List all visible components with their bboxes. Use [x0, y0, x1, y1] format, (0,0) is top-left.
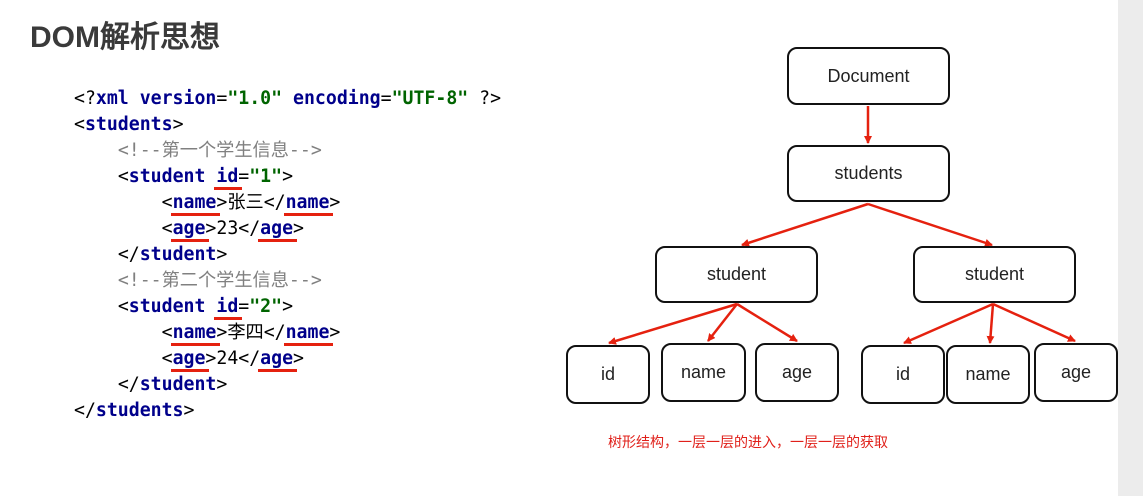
- code-line: <!--第一个学生信息-->: [117, 140, 322, 161]
- code-line: <student id="2">: [74, 294, 501, 320]
- xml-code-block: <?xml version="1.0" encoding="UTF-8" ?> <…: [74, 86, 501, 424]
- underline-mark: [214, 317, 243, 320]
- underline-mark: [283, 343, 334, 346]
- tree-node-name-1: name: [661, 343, 746, 402]
- underline-mark: [170, 343, 221, 346]
- tree-arrow: [707, 303, 738, 342]
- tree-arrow: [992, 302, 1076, 343]
- tree-caption: 树形结构，一层一层的进入，一层一层的获取: [608, 434, 888, 450]
- underline-mark: [258, 239, 298, 242]
- underline-mark: [170, 369, 210, 372]
- code-line: <name>张三</name>: [74, 190, 501, 216]
- slide: DOM解析思想 <?xml version="1.0" encoding="UT…: [30, 21, 1118, 450]
- underline-mark: [170, 239, 210, 242]
- tree-arrows: [608, 106, 1076, 345]
- code-line: </student>: [117, 374, 228, 395]
- tree-arrow: [903, 302, 994, 345]
- code-line: <age>23</age>: [74, 216, 501, 242]
- underline-mark: [170, 213, 221, 216]
- tree-arrow: [741, 202, 869, 247]
- tree-node-document: Document: [787, 47, 950, 105]
- page-title: DOM解析思想: [30, 21, 220, 54]
- tree-node-name-2: name: [946, 345, 1030, 404]
- tree-node-student-2: student: [913, 246, 1076, 303]
- tree-node-id-2: id: [861, 345, 945, 404]
- code-line: <!--第二个学生信息-->: [117, 270, 322, 291]
- tree-arrow: [867, 202, 993, 247]
- code-line: <name>李四</name>: [74, 320, 501, 346]
- code-line: </students>: [74, 400, 195, 421]
- tree-arrow: [608, 302, 738, 345]
- code-line: <student id="1">: [74, 164, 501, 190]
- tree-arrow: [986, 303, 995, 344]
- tree-node-students: students: [787, 145, 950, 202]
- code-line: <age>24</age>: [74, 346, 501, 372]
- underline-mark: [214, 187, 243, 190]
- code-line: </student>: [117, 244, 228, 265]
- underline-mark: [258, 369, 298, 372]
- scrollbar[interactable]: [1118, 0, 1143, 496]
- tree-node-id-1: id: [566, 345, 650, 404]
- tree-node-student-1: student: [655, 246, 818, 303]
- underline-mark: [283, 213, 334, 216]
- tree-node-age-1: age: [755, 343, 839, 402]
- code-line: <students>: [74, 114, 184, 135]
- tree-node-age-2: age: [1034, 343, 1118, 402]
- tree-arrow: [736, 302, 798, 343]
- code-line: <?xml version="1.0" encoding="UTF-8" ?>: [74, 88, 502, 109]
